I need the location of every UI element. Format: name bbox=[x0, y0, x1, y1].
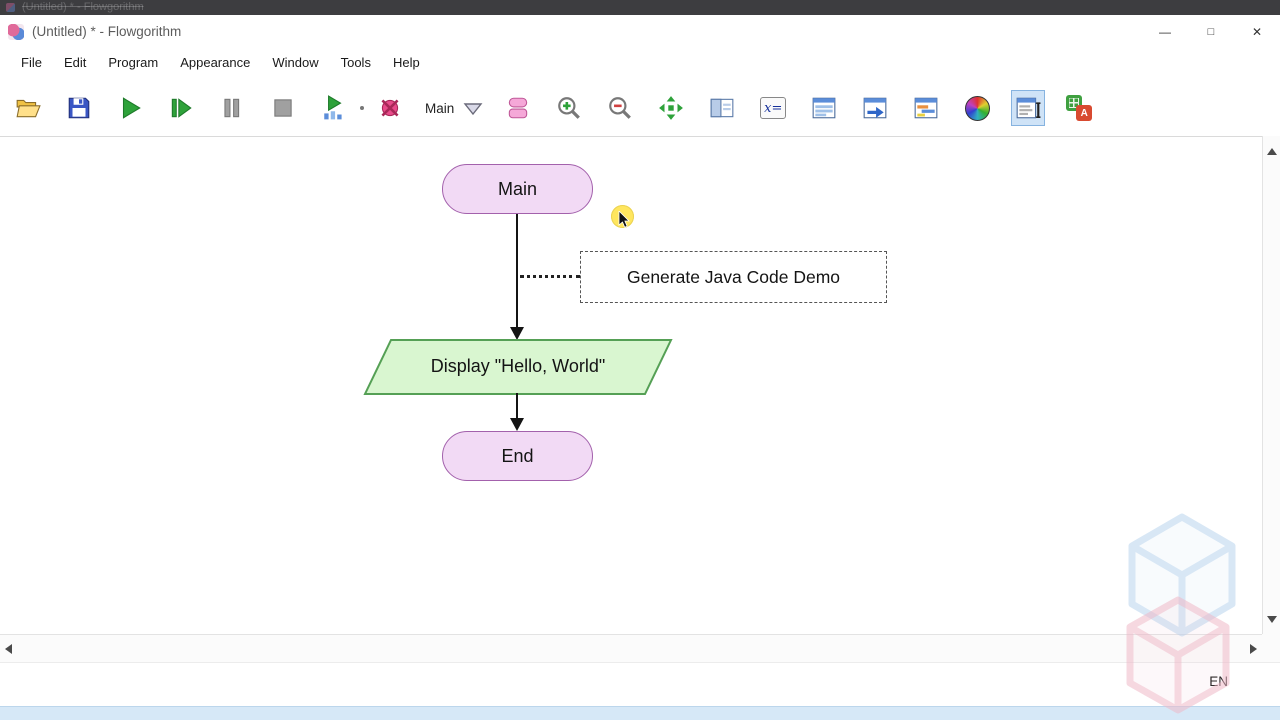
background-window-strip: (Untitled) * - Flowgorithm bbox=[0, 0, 1280, 15]
menu-program[interactable]: Program bbox=[108, 54, 159, 70]
step-button[interactable] bbox=[165, 91, 197, 125]
shape-style-icon bbox=[509, 97, 528, 119]
console-icon bbox=[812, 97, 836, 119]
comment-connector-dotted-line bbox=[520, 275, 580, 278]
run-icon bbox=[122, 97, 141, 119]
scrollbar-corner bbox=[1262, 634, 1280, 662]
pause-icon bbox=[224, 98, 240, 118]
node-main-label: Main bbox=[497, 178, 537, 199]
menu-appearance[interactable]: Appearance bbox=[180, 54, 251, 70]
run-slow-icon bbox=[324, 95, 342, 120]
minimize-button[interactable]: — bbox=[1159, 24, 1171, 39]
source-code-viewer-button[interactable] bbox=[1011, 90, 1046, 126]
ghost-app-icon bbox=[6, 3, 15, 12]
ghost-window-title: (Untitled) * - Flowgorithm bbox=[22, 1, 144, 13]
scroll-down-button[interactable] bbox=[1263, 610, 1280, 628]
menubar: File Edit Program Appearance Window Tool… bbox=[0, 48, 1280, 76]
flowgorithm-app-icon bbox=[8, 23, 24, 40]
menu-window[interactable]: Window bbox=[272, 54, 319, 70]
code-translation-icon: A bbox=[1066, 95, 1093, 121]
menu-file[interactable]: File bbox=[21, 54, 42, 70]
chevron-down-icon bbox=[463, 102, 483, 115]
output-window-icon bbox=[863, 97, 887, 119]
titlebar: (Untitled) * - Flowgorithm — □ ✕ bbox=[0, 15, 1280, 48]
stop-button[interactable] bbox=[267, 91, 299, 125]
scroll-down-icon bbox=[1267, 615, 1277, 623]
language-indicator[interactable]: EN bbox=[1209, 674, 1228, 689]
flowchart-canvas[interactable]: Main Generate Java Code Demo Display "He… bbox=[0, 136, 1262, 634]
output-node-label: Display "Hello, World" bbox=[430, 355, 606, 376]
variable-watch-icon: x= bbox=[760, 97, 787, 119]
chart-colors-icon bbox=[964, 95, 990, 121]
pause-button[interactable] bbox=[216, 91, 248, 125]
output-window-button[interactable] bbox=[859, 91, 891, 125]
flowchart-node-main[interactable]: Main bbox=[442, 164, 593, 214]
toolbar-separator-dot bbox=[360, 106, 364, 110]
fit-to-window-button[interactable] bbox=[655, 91, 687, 125]
mouse-cursor-icon bbox=[618, 211, 630, 228]
function-selector[interactable]: Main bbox=[425, 101, 483, 116]
activity-report-button[interactable] bbox=[910, 91, 942, 125]
connector-main-to-display bbox=[516, 214, 518, 327]
variable-watch-button[interactable]: x= bbox=[757, 91, 789, 125]
scroll-up-icon bbox=[1267, 147, 1277, 155]
breakpoint-button[interactable] bbox=[374, 91, 406, 125]
window-layout-button[interactable] bbox=[706, 91, 738, 125]
save-button[interactable] bbox=[63, 91, 95, 125]
step-icon bbox=[171, 98, 192, 118]
menu-tools[interactable]: Tools bbox=[340, 54, 371, 70]
node-end-label: End bbox=[501, 445, 534, 466]
taskbar-edge-strip bbox=[0, 706, 1280, 720]
maximize-button[interactable]: □ bbox=[1207, 25, 1215, 38]
menu-edit[interactable]: Edit bbox=[63, 54, 87, 70]
horizontal-scrollbar[interactable] bbox=[0, 634, 1262, 662]
output-parallelogram-shape[interactable] bbox=[362, 338, 674, 396]
arrowhead-into-end bbox=[510, 418, 524, 431]
run-slow-button[interactable] bbox=[318, 91, 350, 125]
scroll-left-icon[interactable] bbox=[5, 643, 12, 654]
translation-target-glyph: A bbox=[1076, 105, 1093, 121]
connector-display-to-end bbox=[516, 393, 518, 419]
save-icon bbox=[68, 97, 90, 119]
close-button[interactable]: ✕ bbox=[1251, 24, 1263, 39]
status-area: EN bbox=[0, 662, 1280, 706]
function-selector-label: Main bbox=[425, 100, 455, 116]
activity-report-icon bbox=[914, 97, 938, 119]
run-button[interactable] bbox=[114, 91, 146, 125]
chart-colors-button[interactable] bbox=[961, 91, 993, 125]
menu-help[interactable]: Help bbox=[392, 54, 420, 70]
toolbar: Main bbox=[0, 80, 1280, 136]
scroll-up-button[interactable] bbox=[1263, 142, 1280, 160]
zoom-in-icon bbox=[558, 97, 581, 119]
window-title: (Untitled) * - Flowgorithm bbox=[32, 24, 182, 39]
comment-label: Generate Java Code Demo bbox=[626, 266, 841, 287]
fit-to-window-icon bbox=[659, 96, 684, 120]
stop-icon bbox=[274, 99, 292, 117]
flowchart-comment-box[interactable]: Generate Java Code Demo bbox=[580, 251, 887, 303]
shape-style-button[interactable] bbox=[502, 91, 534, 125]
open-file-icon bbox=[16, 99, 41, 118]
console-button[interactable] bbox=[808, 91, 840, 125]
arrowhead-into-display bbox=[510, 327, 524, 340]
open-file-button[interactable] bbox=[12, 91, 44, 125]
code-translation-button[interactable]: A bbox=[1063, 91, 1095, 125]
scroll-right-icon[interactable] bbox=[1250, 643, 1257, 654]
zoom-in-button[interactable] bbox=[553, 91, 585, 125]
vertical-scrollbar[interactable] bbox=[1262, 136, 1280, 634]
zoom-out-button[interactable] bbox=[604, 91, 636, 125]
zoom-out-icon bbox=[609, 97, 632, 119]
window-layout-icon bbox=[710, 98, 734, 118]
window-controls: — □ ✕ bbox=[1142, 15, 1280, 48]
flowchart-node-end[interactable]: End bbox=[442, 431, 593, 481]
breakpoint-icon bbox=[381, 99, 399, 117]
source-code-viewer-icon bbox=[1016, 97, 1041, 119]
